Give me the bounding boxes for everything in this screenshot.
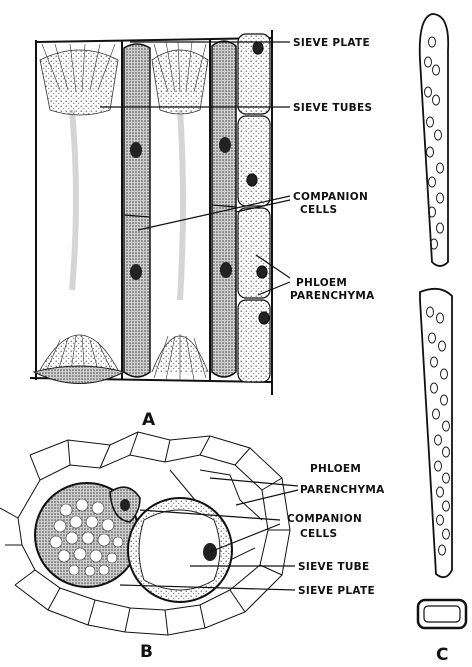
- companion-cell-left: [124, 44, 150, 377]
- sieve-tube-middle: [152, 42, 208, 380]
- label-phloem-b-2: PARENCHYMA: [300, 484, 385, 496]
- label-companion-b-1: COMPANION: [287, 513, 362, 525]
- sieve-strip-upper: [420, 14, 448, 266]
- label-companion-b-2: CELLS: [300, 528, 337, 540]
- panel-letter-c: C: [436, 645, 448, 665]
- label-phloem-a-1: PHLOEM: [296, 277, 347, 289]
- panel-a-longitudinal-section: SIEVE PLATE SIEVE TUBES COMPANION CELLS …: [30, 30, 375, 430]
- label-phloem-a-2: PARENCHYMA: [290, 290, 375, 302]
- label-companion-a-2: CELLS: [300, 204, 337, 216]
- label-companion-a-1: COMPANION: [293, 191, 368, 203]
- leader-phloem-parenchyma-b2: [236, 490, 298, 505]
- label-sieve-tubes: SIEVE TUBES: [293, 102, 372, 114]
- label-sieve-tube-b: SIEVE TUBE: [298, 561, 369, 573]
- label-sieve-plate-a: SIEVE PLATE: [293, 37, 370, 49]
- panel-b-transverse-section: PHLOEM PARENCHYMA COMPANION CELLS SIEVE …: [0, 432, 385, 662]
- panel-letter-b: B: [140, 642, 153, 662]
- leader-phloem-parenchyma-b1: [210, 478, 298, 486]
- label-phloem-b-1: PHLOEM: [310, 463, 361, 475]
- sieve-cross-section-c: [418, 600, 466, 628]
- label-sieve-plate-b: SIEVE PLATE: [298, 585, 375, 597]
- sieve-strip-lower: [420, 289, 452, 577]
- panel-letter-a: A: [142, 410, 156, 430]
- panel-c-sieve-elements: C: [418, 14, 466, 665]
- sieve-tube-left: [34, 44, 124, 384]
